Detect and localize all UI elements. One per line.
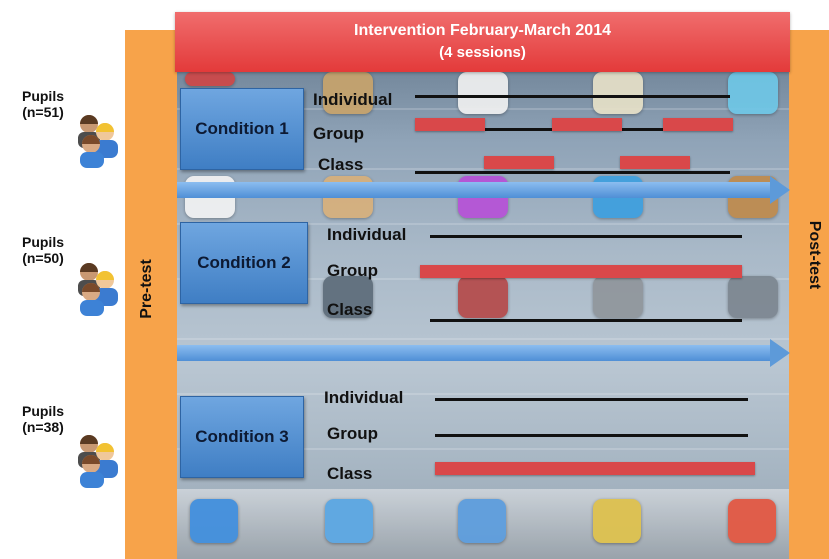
pre-test-bar	[125, 30, 177, 559]
arrow-head	[770, 339, 790, 367]
row-class-label: Class	[327, 300, 373, 319]
row-class-label: Class	[318, 155, 364, 174]
row-individual-label: Individual	[327, 225, 407, 244]
pupils-label: Pupils (n=38)	[8, 403, 78, 435]
app-icon	[593, 276, 643, 318]
row-individual-label: Individual	[324, 388, 404, 407]
pupils-icon	[78, 115, 118, 168]
dropbox-icon	[190, 499, 238, 543]
header-subtitle: (4 sessions)	[439, 44, 526, 61]
app-icon	[185, 72, 235, 86]
timeline-line	[415, 171, 730, 174]
row-individual-label: Individual	[313, 90, 393, 109]
app-icon	[323, 276, 373, 318]
header-title: Intervention February-March 2014	[354, 22, 611, 39]
session-bar	[420, 265, 742, 278]
timeline-line	[430, 319, 742, 322]
timeline-arrow	[177, 345, 772, 361]
pupils-text: Pupils	[21, 234, 64, 250]
row-group-label: Group	[327, 424, 378, 443]
pupils-text: Pupils	[21, 88, 64, 104]
pre-test-label: Pre-test	[138, 259, 155, 319]
timeline-arrow	[177, 182, 772, 198]
row-group-label: Group	[313, 124, 364, 143]
safari-icon	[325, 499, 373, 543]
pupils-count: (n=50)	[22, 250, 64, 266]
arrow-head	[770, 176, 790, 204]
condition-2-box: Condition 2	[180, 222, 308, 304]
session-bar	[415, 118, 485, 131]
session-bar	[552, 118, 622, 131]
photos-icon	[593, 499, 641, 543]
app-icon	[323, 72, 373, 114]
post-test-bar	[789, 30, 829, 559]
app-icon	[458, 276, 508, 318]
timeline-line	[430, 235, 742, 238]
intervention-header: Intervention February-March 2014 (4 sess…	[175, 12, 790, 72]
pupils-label: Pupils (n=51)	[8, 88, 78, 120]
pupils-icon	[78, 435, 118, 488]
app-icon	[593, 72, 643, 114]
app-icon	[728, 276, 778, 318]
mail-icon	[458, 499, 506, 543]
session-bar	[620, 156, 690, 169]
music-icon	[728, 499, 776, 543]
timeline-line	[415, 95, 730, 98]
session-bar	[663, 118, 733, 131]
pupils-icon	[78, 263, 118, 316]
pupils-text: Pupils	[21, 403, 64, 419]
timeline-line	[435, 434, 748, 437]
app-icon	[728, 72, 778, 114]
dock	[155, 489, 795, 559]
session-bar	[484, 156, 554, 169]
pupils-count: (n=51)	[22, 104, 64, 120]
row-group-label: Group	[327, 261, 378, 280]
condition-1-box: Condition 1	[180, 88, 304, 170]
row-class-label: Class	[327, 464, 373, 483]
post-test-label: Post-test	[806, 220, 823, 290]
session-bar	[435, 462, 755, 475]
condition-3-box: Condition 3	[180, 396, 304, 478]
timeline-line	[435, 398, 748, 401]
app-icon	[458, 72, 508, 114]
pupils-count: (n=38)	[22, 419, 64, 435]
pupils-label: Pupils (n=50)	[8, 234, 78, 266]
